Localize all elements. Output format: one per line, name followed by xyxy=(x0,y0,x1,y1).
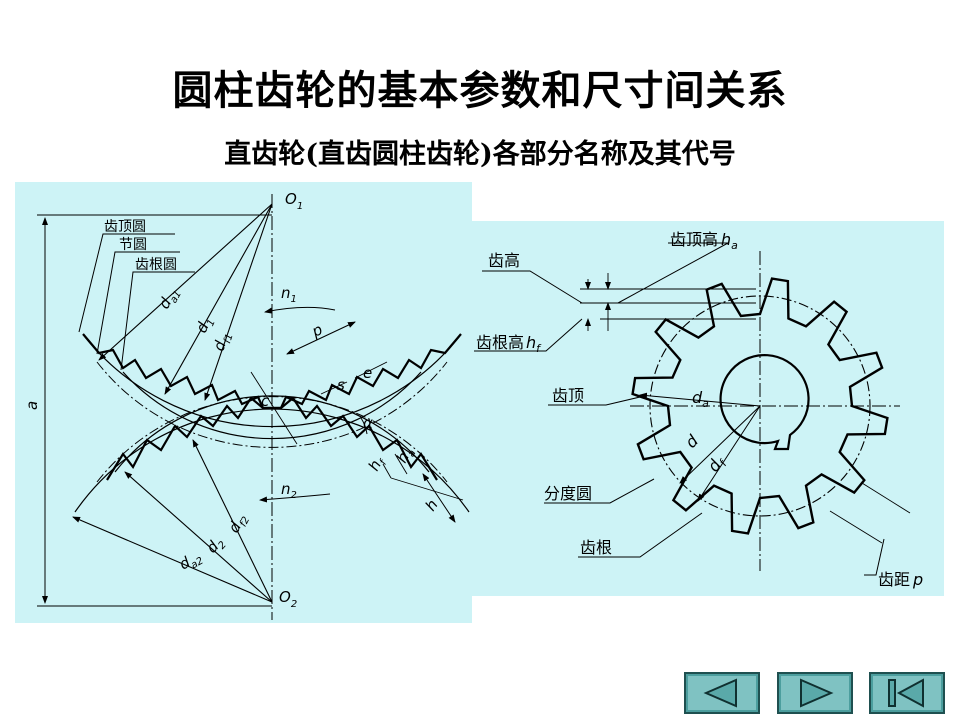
label-h: h xyxy=(422,496,442,514)
label-d1: d1 xyxy=(192,314,218,337)
last-slide-button[interactable] xyxy=(869,672,945,714)
label-tip-circle: 齿顶圆 xyxy=(104,219,146,235)
label-o2: O2 xyxy=(279,588,297,610)
skip-end-icon xyxy=(896,678,924,708)
label-pitch-circle: 节圆 xyxy=(119,237,147,253)
label-tooth-tip: 齿顶 xyxy=(552,386,584,405)
label-n2: n2 xyxy=(281,480,297,501)
meshing-gears-diagram: O1 O2 齿顶圆 节圆 齿根圆 a da1 d1 df1 n1 p s e c… xyxy=(15,182,472,623)
label-da1: da1 xyxy=(155,284,184,314)
label-pitch-circle: 分度圆 xyxy=(544,484,592,503)
label-da: da xyxy=(692,388,709,410)
label-tooth-height: 齿高 xyxy=(488,251,520,270)
label-p: p xyxy=(308,320,325,341)
label-tooth-root: 齿根 xyxy=(580,538,612,557)
label-hf: hf xyxy=(365,453,390,476)
label-df: df xyxy=(704,451,731,477)
label-d: d xyxy=(681,431,702,452)
gear-outline xyxy=(631,277,889,535)
label-root-circle: 齿根圆 xyxy=(135,257,177,273)
label-df1: df1 xyxy=(210,329,236,354)
slide-title: 圆柱齿轮的基本参数和尺寸间关系 xyxy=(172,67,788,114)
next-slide-button[interactable] xyxy=(777,672,853,714)
label-n1: n1 xyxy=(281,284,297,305)
label-d2: d2 xyxy=(203,533,229,559)
prev-slide-button[interactable] xyxy=(684,672,760,714)
label-center-distance: a xyxy=(23,401,41,410)
meshing-gears-svg: O1 O2 齿顶圆 节圆 齿根圆 a da1 d1 df1 n1 p s e c… xyxy=(23,190,470,620)
label-s: s xyxy=(337,376,345,394)
label-c: c xyxy=(261,392,270,410)
label-o1: O1 xyxy=(285,190,303,212)
label-e: e xyxy=(363,364,372,382)
play-left-icon xyxy=(703,678,737,708)
slide-subtitle: 直齿轮(直齿圆柱齿轮)各部分名称及其代号 xyxy=(224,139,736,170)
label-alpha: α xyxy=(363,414,373,432)
play-right-icon xyxy=(800,678,834,708)
